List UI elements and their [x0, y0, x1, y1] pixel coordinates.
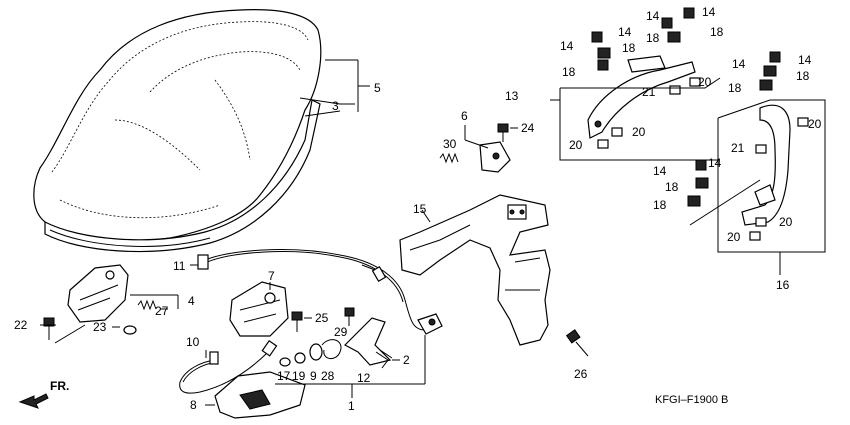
lever-12: [344, 317, 392, 366]
label-5: 5: [374, 81, 381, 95]
label-20-c: 20: [569, 138, 583, 152]
diagram-code: KFGI–F1900 B: [655, 394, 728, 406]
label-18-c: 18: [646, 31, 660, 45]
label-8: 8: [190, 398, 197, 412]
label-18-b: 18: [562, 65, 576, 79]
bolt-25: [291, 311, 312, 332]
label-18-e: 18: [728, 81, 742, 95]
collar-23: [123, 325, 137, 335]
label-13: 13: [505, 89, 519, 103]
label-28: 28: [321, 369, 335, 383]
label-21-b: 21: [731, 141, 745, 155]
spring-28: [321, 339, 342, 359]
label-14-e: 14: [732, 57, 746, 71]
spring-9: [309, 343, 323, 361]
label-16: 16: [776, 278, 790, 292]
bolt-26: [565, 329, 589, 357]
label-20-f: 20: [727, 230, 741, 244]
label-26: 26: [574, 367, 588, 381]
bolt-29: [344, 307, 355, 326]
spring-27: [137, 299, 157, 311]
label-14-c: 14: [646, 9, 660, 23]
label-24: 24: [521, 121, 535, 135]
seat-bracket-15: [399, 194, 551, 346]
label-20-d: 20: [808, 117, 822, 131]
label-18-a: 18: [622, 41, 636, 55]
grab-rail-13: [550, 7, 721, 161]
seat-latch-7: [229, 281, 289, 337]
spring-30: [439, 152, 459, 164]
front-direction-marker: FR.: [18, 379, 69, 409]
label-7: 7: [268, 269, 275, 283]
label-14-a: 14: [560, 39, 574, 53]
label-18-g: 18: [665, 180, 679, 194]
cable-11: [190, 249, 426, 331]
label-18-d: 18: [710, 25, 724, 39]
label-18-h: 18: [653, 198, 667, 212]
label-4: 4: [188, 294, 195, 308]
key-cylinder: [417, 313, 443, 335]
label-29: 29: [334, 325, 348, 339]
label-27: 27: [155, 304, 169, 318]
label-20-b: 20: [632, 125, 646, 139]
label-2: 2: [403, 353, 410, 367]
label-21-a: 21: [642, 85, 656, 99]
washer-19: [294, 352, 306, 364]
clip-2: [375, 349, 400, 369]
lock-bracket-assembly: [40, 264, 179, 344]
seat: [33, 9, 341, 253]
label-20-e: 20: [779, 215, 793, 229]
label-14-b: 14: [618, 25, 632, 39]
grab-rail-16: [687, 51, 826, 275]
label-23: 23: [93, 320, 107, 334]
label-20-a: 20: [698, 75, 712, 89]
label-9: 9: [310, 369, 317, 383]
label-17: 17: [277, 369, 291, 383]
label-12: 12: [357, 371, 371, 385]
label-1: 1: [348, 399, 355, 413]
label-30: 30: [443, 137, 457, 151]
label-15: 15: [413, 202, 427, 216]
bolt-22: [43, 317, 55, 340]
label-14-d: 14: [702, 5, 716, 19]
label-22: 22: [14, 318, 28, 332]
label-19: 19: [292, 369, 306, 383]
label-3: 3: [332, 99, 339, 113]
label-14-h: 14: [653, 164, 667, 178]
label-18-f: 18: [796, 69, 810, 83]
front-marker-label: FR.: [50, 379, 69, 393]
label-14-g: 14: [708, 156, 722, 170]
label-10: 10: [186, 335, 200, 349]
label-11: 11: [173, 259, 186, 273]
label-14-f: 14: [798, 53, 812, 67]
label-6: 6: [461, 109, 468, 123]
bolt-24: [497, 123, 518, 142]
hook-assembly-6: [439, 123, 518, 173]
label-25: 25: [315, 311, 329, 325]
washer-17: [279, 357, 291, 367]
